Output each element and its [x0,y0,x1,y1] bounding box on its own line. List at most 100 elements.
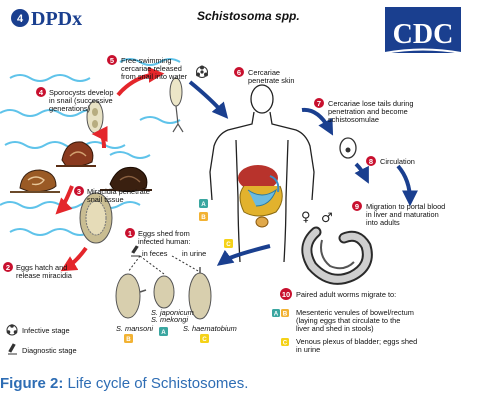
svg-text:C: C [226,241,231,248]
svg-text:schistosomulae: schistosomulae [328,115,379,124]
egg-s-mansoni [115,273,147,319]
water-waves [0,58,181,236]
step-4: 4 Sporocysts develop in snail (successiv… [36,87,114,113]
svg-text:Circulation: Circulation [380,157,415,166]
egg-labels: in feces in urine S. mansoni S. japonicu… [116,245,237,333]
svg-text:snail tissue: snail tissue [87,195,124,204]
svg-text:4: 4 [39,88,44,97]
svg-text:cercariae released: cercariae released [121,64,182,73]
female-symbol: ♀ [301,210,311,225]
svg-text:2: 2 [6,263,10,272]
svg-text:in feces: in feces [142,249,168,258]
snail-illustration-1 [10,169,60,193]
adult-worms-illustration [301,226,373,285]
svg-text:B: B [283,310,288,317]
cercaria-illustration [169,77,184,133]
badge-c: C [281,338,289,346]
svg-text:Venous plexus of bladder; eggs: Venous plexus of bladder; eggs shed [296,337,417,346]
legend-infective-label: Infective stage [22,326,70,335]
svg-text:Sporocysts develop: Sporocysts develop [49,88,114,97]
svg-text:A: A [274,310,279,317]
diagram-title: Schistosoma spp. [197,9,300,23]
step-8: 8 Circulation [366,156,415,166]
svg-text:7: 7 [317,99,321,108]
svg-text:in snail (successive: in snail (successive [49,96,113,105]
arrow-to-egg-shedding [216,244,271,266]
svg-text:S. mekongi: S. mekongi [151,315,188,324]
svg-text:Cercariae lose tails during: Cercariae lose tails during [328,99,413,108]
badge-c-on-egg: C [200,334,209,343]
step-6: 6 Cercariae penetrate skin [234,67,294,85]
svg-text:3: 3 [77,187,81,196]
legend-diagnostic-label: Diagnostic stage [22,346,77,355]
arrow-3-to-4 [91,126,108,149]
svg-text:release miracidia: release miracidia [16,271,73,280]
svg-text:Free-swimming: Free-swimming [121,56,172,65]
svg-text:S. haematobium: S. haematobium [183,324,237,333]
svg-text:B: B [201,214,206,221]
diagnostic-stage-icon [8,343,17,355]
figure-caption-text: Life cycle of Schistosomes. [63,375,249,392]
step-7: 7 Cercariae lose tails during penetratio… [314,98,413,124]
egg-s-haematobium [188,267,212,320]
svg-text:Eggs hatch and: Eggs hatch and [16,263,67,272]
egg-pointers [127,255,201,275]
cdc-logo-text: CDC [393,19,454,50]
arrow-4-to-5 [116,66,165,97]
arrow-1-to-2 [60,246,88,272]
svg-text:Paired adult worms migrate to:: Paired adult worms migrate to: [296,290,396,299]
svg-text:Mesenteric venules of bowel/re: Mesenteric venules of bowel/rectum [296,308,414,317]
svg-text:in liver and maturation: in liver and maturation [366,210,439,219]
svg-text:(laying eggs that circulate to: (laying eggs that circulate to the [296,316,400,325]
step-10: 10 Paired adult worms migrate to: [280,288,396,300]
svg-text:5: 5 [110,56,114,65]
arrow-6-to-7 [301,107,334,136]
destination-bladder: C Venous plexus of bladder; eggs shed in… [281,337,417,354]
svg-text:S. mansoni: S. mansoni [116,324,153,333]
svg-text:Miracidia penetrate: Miracidia penetrate [87,187,150,196]
dpdx-logo: 4 DPDx [11,8,82,30]
svg-text:liver and shed in stools): liver and shed in stools) [296,324,374,333]
figure-caption: Figure 2: Life cycle of Schistosomes. [0,375,248,392]
cycle-arrows [55,66,418,272]
badge-a-on-figure: A [199,199,208,208]
destination-bowel: A B Mesenteric venules of bowel/rectum (… [272,308,414,333]
svg-text:10: 10 [282,290,290,299]
svg-text:C: C [283,339,288,346]
badge-b-on-figure: B [199,212,208,221]
badge-c-on-figure: C [224,239,233,248]
step-5: 5 Free-swimming cercariae released from … [107,55,188,81]
svg-text:B: B [126,336,131,343]
egg-s-japonicum [153,275,175,309]
miracidium-illustration [79,192,113,244]
svg-text:4: 4 [17,13,24,25]
human-figure [209,84,315,263]
svg-text:8: 8 [369,157,373,166]
svg-text:into adults: into adults [366,218,400,227]
schistosomulum-illustration [339,137,357,159]
sporocyst-illustration [86,100,104,134]
svg-text:C: C [202,336,207,343]
svg-text:6: 6 [237,68,241,77]
svg-text:penetrate skin: penetrate skin [248,76,294,85]
figure-caption-label: Figure 2: [0,375,64,392]
svg-text:in urine: in urine [296,345,320,354]
arrow-7-to-8 [354,162,369,184]
svg-text:A: A [161,329,166,336]
svg-text:generations): generations) [49,104,90,113]
biohazard-icon [196,65,208,78]
step-2: 2 Eggs hatch and release miracidia [3,262,73,280]
snail-illustration-3 [100,166,152,193]
svg-text:Migration to portal blood: Migration to portal blood [366,202,445,211]
arrow-5-to-6 [188,80,229,119]
step-3: 3 Miracidia penetrate snail tissue [74,186,150,204]
organs-illustration [238,165,283,228]
arrow-8-to-9 [396,164,418,207]
arrow-2-to-3 [55,185,74,215]
svg-text:from snail into water: from snail into water [121,72,188,81]
step-9: 9 Migration to portal blood in liver and… [352,201,445,227]
svg-text:infected human:: infected human: [138,237,191,246]
badge-a-on-egg: A [159,327,168,336]
svg-text:S. japonicum: S. japonicum [151,308,194,317]
